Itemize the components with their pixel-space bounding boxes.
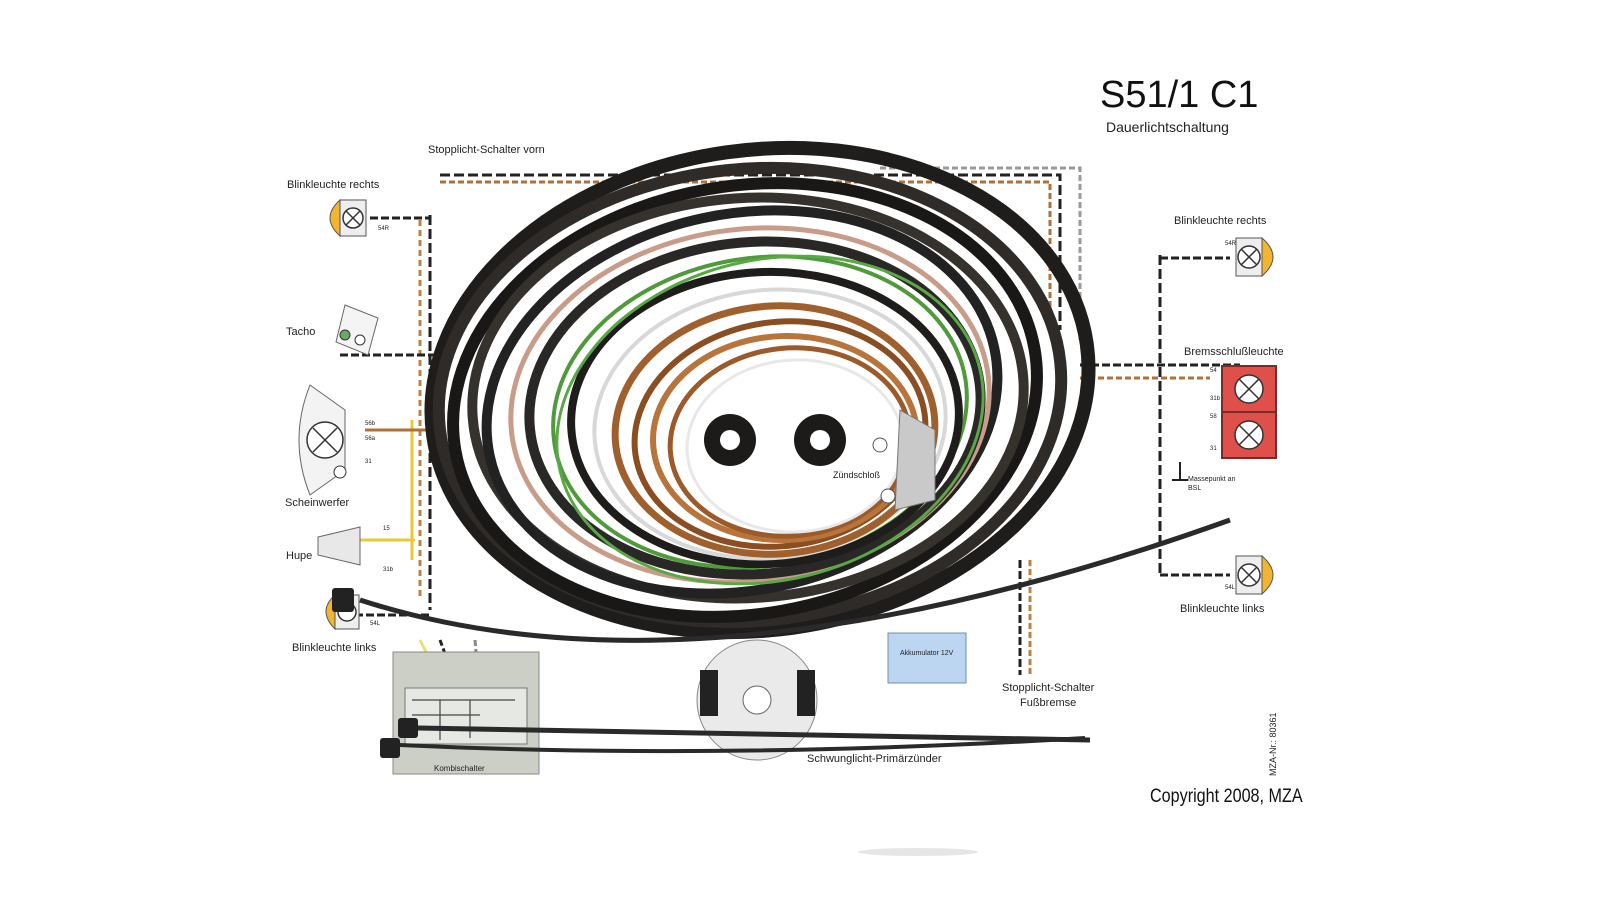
label-ignition-partial: ünder — [838, 147, 867, 159]
terminal-58-brake: 58 — [1210, 414, 1217, 420]
flywheel-ignition — [696, 639, 818, 761]
wire-top-white — [880, 166, 1082, 340]
part-number: MZA-Nr.: 80361 — [1268, 712, 1278, 776]
cable-tie-1 — [332, 517, 1231, 643]
label-ignition-lock: Zündschloß — [833, 470, 881, 480]
terminal-31b-horn: 31b — [383, 567, 394, 573]
cable-tie-2 — [398, 718, 1091, 743]
brake-light-unit — [1221, 365, 1277, 459]
terminal-54-brake: 54 — [1210, 368, 1217, 374]
terminal-31-headlight: 31 — [365, 459, 372, 465]
ignition-lock-icon — [872, 409, 936, 511]
label-brake-light: Bremsschlußleuchte — [1184, 346, 1284, 358]
label-blink-rear-left: Blinkleuchte links — [1180, 603, 1265, 615]
label-stop-switch-foot-1: Stopplicht-Schalter — [1002, 682, 1095, 694]
terminal-56a: 56a — [365, 436, 376, 442]
label-battery: Akkumulator 12V — [900, 650, 954, 657]
rubber-grommet-left — [704, 414, 756, 466]
horn-icon — [317, 526, 361, 566]
terminal-31-brake: 31 — [1210, 446, 1217, 452]
label-stop-switch-foot-2: Fußbremse — [1020, 697, 1077, 709]
bottom-shadow — [858, 848, 978, 856]
diagram-title: S51/1 C1 — [1100, 74, 1259, 116]
label-tacho: Tacho — [286, 326, 316, 338]
rubber-grommet-right — [794, 414, 846, 466]
label-headlight: Scheinwerfer — [285, 497, 350, 509]
battery-box — [887, 632, 967, 684]
terminal-54l-front: 54L — [370, 621, 381, 627]
ground-point-icon — [1172, 462, 1188, 481]
cable-tie-3 — [380, 736, 1086, 758]
terminal-54l-rear: 54L — [1225, 585, 1236, 591]
label-combi-switch: Kombischalter — [434, 764, 485, 773]
label-blink-rear-right: Blinkleuchte rechts — [1174, 215, 1267, 227]
terminal-31b-brake: 31b — [1210, 396, 1221, 402]
label-ground-point: Massepunkt an BSL — [1188, 476, 1236, 492]
label-blink-front-left: Blinkleuchte links — [292, 642, 377, 654]
terminal-54r-front: 54R — [378, 226, 390, 232]
combi-switch-box — [392, 651, 540, 775]
tacho-icon — [335, 304, 379, 356]
blink-front-right-lamp — [329, 198, 367, 238]
headlight-icon — [298, 384, 347, 496]
terminal-56b: 56b — [365, 421, 376, 427]
terminal-15: 15 — [383, 526, 390, 532]
blink-rear-left-lamp — [1235, 554, 1274, 596]
label-stop-switch-front: Stopplicht-Schalter vorn — [428, 144, 545, 156]
label-blink-front-right: Blinkleuchte rechts — [287, 179, 380, 191]
label-flywheel: Schwunglicht-Primärzünder — [807, 753, 942, 765]
blink-rear-right-lamp — [1235, 236, 1274, 278]
diagram-subtitle: Dauerlichtschaltung — [1106, 119, 1229, 135]
terminal-54r-rear: 54R — [1225, 241, 1237, 247]
copyright-notice: Copyright 2008, MZA — [1150, 786, 1303, 807]
label-horn: Hupe — [286, 550, 313, 562]
